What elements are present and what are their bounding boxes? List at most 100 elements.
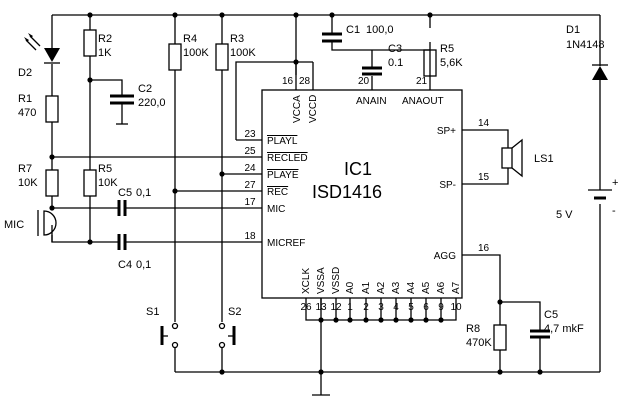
ls1-speaker-coil <box>501 147 513 169</box>
ic-left-pin-label: REC <box>267 187 288 198</box>
r4-name: R4 <box>183 33 197 45</box>
r3-resistor <box>215 43 229 71</box>
ic-left-pin-num: 23 <box>244 129 256 140</box>
r4-value: 100K <box>183 47 209 59</box>
ic-bottom-pin-label: A3 <box>391 281 402 294</box>
r4-resistor <box>168 43 182 71</box>
ic-right-pin-num: 16 <box>478 243 490 254</box>
c3-value: 0.1 <box>388 57 403 69</box>
ic-left-pin-label: PLAYL <box>267 136 298 147</box>
r8-resistor <box>493 324 507 351</box>
ic-bottom-pin-num: 10 <box>450 302 462 313</box>
ic-left-pin-num: 27 <box>244 180 256 191</box>
r8-name: R8 <box>466 323 480 335</box>
battery-minus: - <box>612 205 616 217</box>
ic-bottom-pin-label: A4 <box>406 281 417 294</box>
c1-name: C1 <box>346 24 360 36</box>
r2-name: R2 <box>98 33 112 45</box>
ls1-speaker-cone <box>511 138 523 178</box>
ic-bottom-pin-label: A2 <box>376 281 387 294</box>
r5-10k-resistor <box>83 169 97 197</box>
s1-contact-top <box>171 322 179 330</box>
r7-value: 10K <box>18 177 38 189</box>
ic-top-pin-num: 21 <box>416 76 428 87</box>
r3-name: R3 <box>230 33 244 45</box>
ic-left-pin-label: RECLED <box>267 153 308 164</box>
c5-47-value: 4,7 mkF <box>544 323 584 335</box>
ic-vcca-label: VCCA <box>292 95 303 123</box>
ic-right-pin-label: SP+ <box>437 126 456 137</box>
ic-bottom-pin-num: 4 <box>393 302 399 313</box>
ic-vccd-label: VCCD <box>308 95 319 123</box>
c5-47-name: C5 <box>544 309 558 321</box>
c2-name: C2 <box>138 83 152 95</box>
mic-label: MIC <box>4 219 24 231</box>
c3-name: C3 <box>388 43 402 55</box>
r2-resistor <box>83 29 97 57</box>
junction-dots <box>49 12 543 375</box>
ic-bottom-pin-num: 5 <box>408 302 414 313</box>
vcc-pins-wire <box>295 15 314 90</box>
ic-bottom-pin-num: 12 <box>330 302 342 313</box>
led-arrow-head-1 <box>28 33 33 38</box>
c1-value: 100,0 <box>366 24 394 36</box>
battery-label: 5 V <box>556 209 573 221</box>
r1-value: 470 <box>18 107 36 119</box>
c4-value: 0,1 <box>136 259 151 271</box>
ic-left-pin-num: 24 <box>244 163 256 174</box>
led-arrow-head-2 <box>24 37 29 42</box>
agg-wire <box>462 254 541 372</box>
ic-left-pin-num: 25 <box>244 146 256 157</box>
ic-bottom-pin-num: 13 <box>315 302 327 313</box>
ic-right-pin-label: SP- <box>439 180 456 191</box>
ic1-body <box>261 89 463 299</box>
d2-label: D2 <box>18 67 32 79</box>
ic-bottom-pin-label: A7 <box>451 281 462 294</box>
battery-plus: + <box>612 177 618 189</box>
c4-capacitor <box>117 234 127 250</box>
ic-bottom-pin-num: 2 <box>363 302 369 313</box>
ic-top-pin-num: 20 <box>358 76 370 87</box>
s1-label: S1 <box>146 306 159 318</box>
s2-contact-top <box>218 322 226 330</box>
ls1-label: LS1 <box>534 153 554 165</box>
s2-contact-bottom <box>218 341 226 349</box>
ic-bottom-pin-num: 26 <box>300 302 312 313</box>
speaker-wires <box>462 129 509 185</box>
r7-name: R7 <box>18 163 32 175</box>
ic-left-pin-label: PLAYE <box>267 170 299 181</box>
ic-left-pin-label: MICREF <box>267 238 305 249</box>
ic-right-pin-label: AGG <box>434 251 456 262</box>
s1-contact-bottom <box>171 341 179 349</box>
r3-value: 100K <box>230 47 256 59</box>
c2-value: 220,0 <box>138 97 166 109</box>
ic-bottom-pin-label: VSSA <box>316 267 327 294</box>
led-arrows-icon <box>25 35 41 51</box>
c5-01-value: 0,1 <box>136 187 151 199</box>
ic-right-pin-num: 15 <box>478 172 490 183</box>
r8-value: 470K <box>466 337 492 349</box>
ic-top-pin-num: 28 <box>299 76 311 87</box>
c4-name: C4 <box>118 259 132 271</box>
ic-left-pin-label: MIC <box>267 204 285 215</box>
r7-resistor <box>45 169 59 197</box>
c5-01-name: C5 <box>118 187 132 199</box>
r2-value: 1K <box>98 47 112 59</box>
r5-56k-value: 5,6K <box>440 57 463 69</box>
d1-value: 1N4148 <box>566 39 605 51</box>
ic-bottom-pin-label: VSSD <box>331 267 342 294</box>
r1-resistor <box>45 95 59 123</box>
ic-bottom-pin-num: 3 <box>378 302 384 313</box>
c2-wire <box>90 79 123 124</box>
ic-left-pin-num: 17 <box>244 197 256 208</box>
r5-10k-value: 10K <box>98 177 118 189</box>
ic-anain-label: ANAIN <box>356 96 387 107</box>
mic-symbol <box>43 210 57 236</box>
ic-bottom-pin-num: 9 <box>438 302 444 313</box>
ic-bottom-pin-num: 1 <box>347 302 353 313</box>
ic-bottom-pin-num: 6 <box>423 302 429 313</box>
ic-bottom-pin-label: A0 <box>345 281 356 294</box>
ic1-pin-labels: 23PLAYL25RECLED24PLAYE27REC17MIC18MICREF… <box>244 76 489 313</box>
